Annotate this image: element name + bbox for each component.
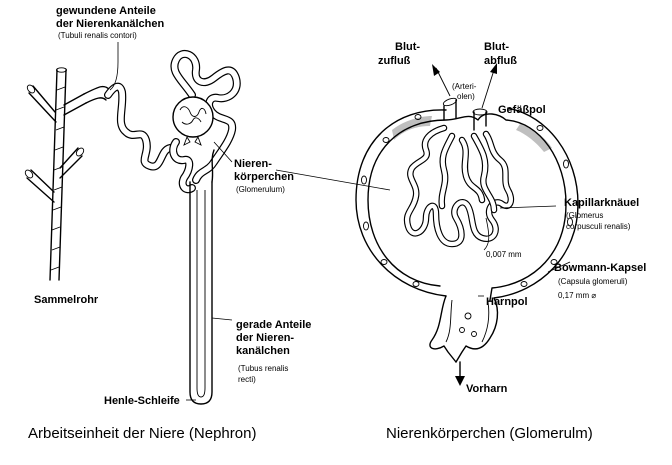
label-convoluted-1: gewundene Anteile [56,5,156,17]
urinary-pole [429,295,499,386]
nephron-leaders [109,42,233,401]
henle-loop [189,149,215,405]
label-convoluted-latin: (Tubuli renalis contori) [58,31,137,40]
bowman-capsule [355,107,579,301]
label-pre-urine: Vorharn [466,383,508,395]
convoluted-tubules [104,49,241,194]
corpuscle-leaders [275,169,571,297]
capillary-tuft [403,124,515,248]
renal-corpuscle-small [172,96,214,146]
label-straight-3: kanälchen [236,345,290,357]
nephron-labels: gewundene Anteile der Nierenkanälchen (T… [28,5,311,442]
label-corpuscle-2: körperchen [234,171,294,183]
label-inflow-1: Blut- [395,41,420,53]
caption-corpuscle: Nierenkörperchen (Glomerulm) [386,425,593,442]
label-corpuscle-1: Nieren- [234,158,272,170]
label-straight-2: der Nieren- [236,332,294,344]
label-capillary-latin-1: (Glomerus [566,211,603,220]
label-straight-latin-2: recti) [238,375,256,384]
label-arterioles-1: (Arteri- [452,82,477,91]
label-convoluted-2: der Nierenkanälchen [56,18,164,30]
label-straight-1: gerade Anteile [236,319,311,331]
label-size-large: 0,17 mm ⌀ [558,291,596,300]
collecting-duct [24,67,111,281]
label-outflow-2: abfluß [484,55,517,67]
label-collecting-duct: Sammelrohr [34,294,99,306]
label-urinary-pole: Harnpol [486,296,528,308]
caption-nephron: Arbeitseinheit der Niere (Nephron) [28,425,256,442]
label-capillary: Kapillarknäuel [564,197,639,209]
afferent-efferent-vessels [432,63,497,131]
label-capillary-latin-2: corpusculi renalis) [566,222,631,231]
corpuscle-labels: Blut- zufluß Blut- abfluß (Arteri- olen)… [378,41,646,442]
label-bowman: Bowmann-Kapsel [554,262,646,274]
label-size-small: 0,007 mm [486,250,522,259]
label-arterioles-2: olen) [457,92,475,101]
label-inflow-2: zufluß [378,55,411,67]
label-straight-latin-1: (Tubus renalis [238,364,288,373]
label-corpuscle-latin: (Glomerulum) [236,185,285,194]
label-outflow-1: Blut- [484,41,509,53]
label-henle-loop: Henle-Schleife [104,395,180,407]
label-bowman-latin: (Capsula glomeruli) [558,277,628,286]
label-vascular-pole: Gefäßpol [498,104,546,116]
